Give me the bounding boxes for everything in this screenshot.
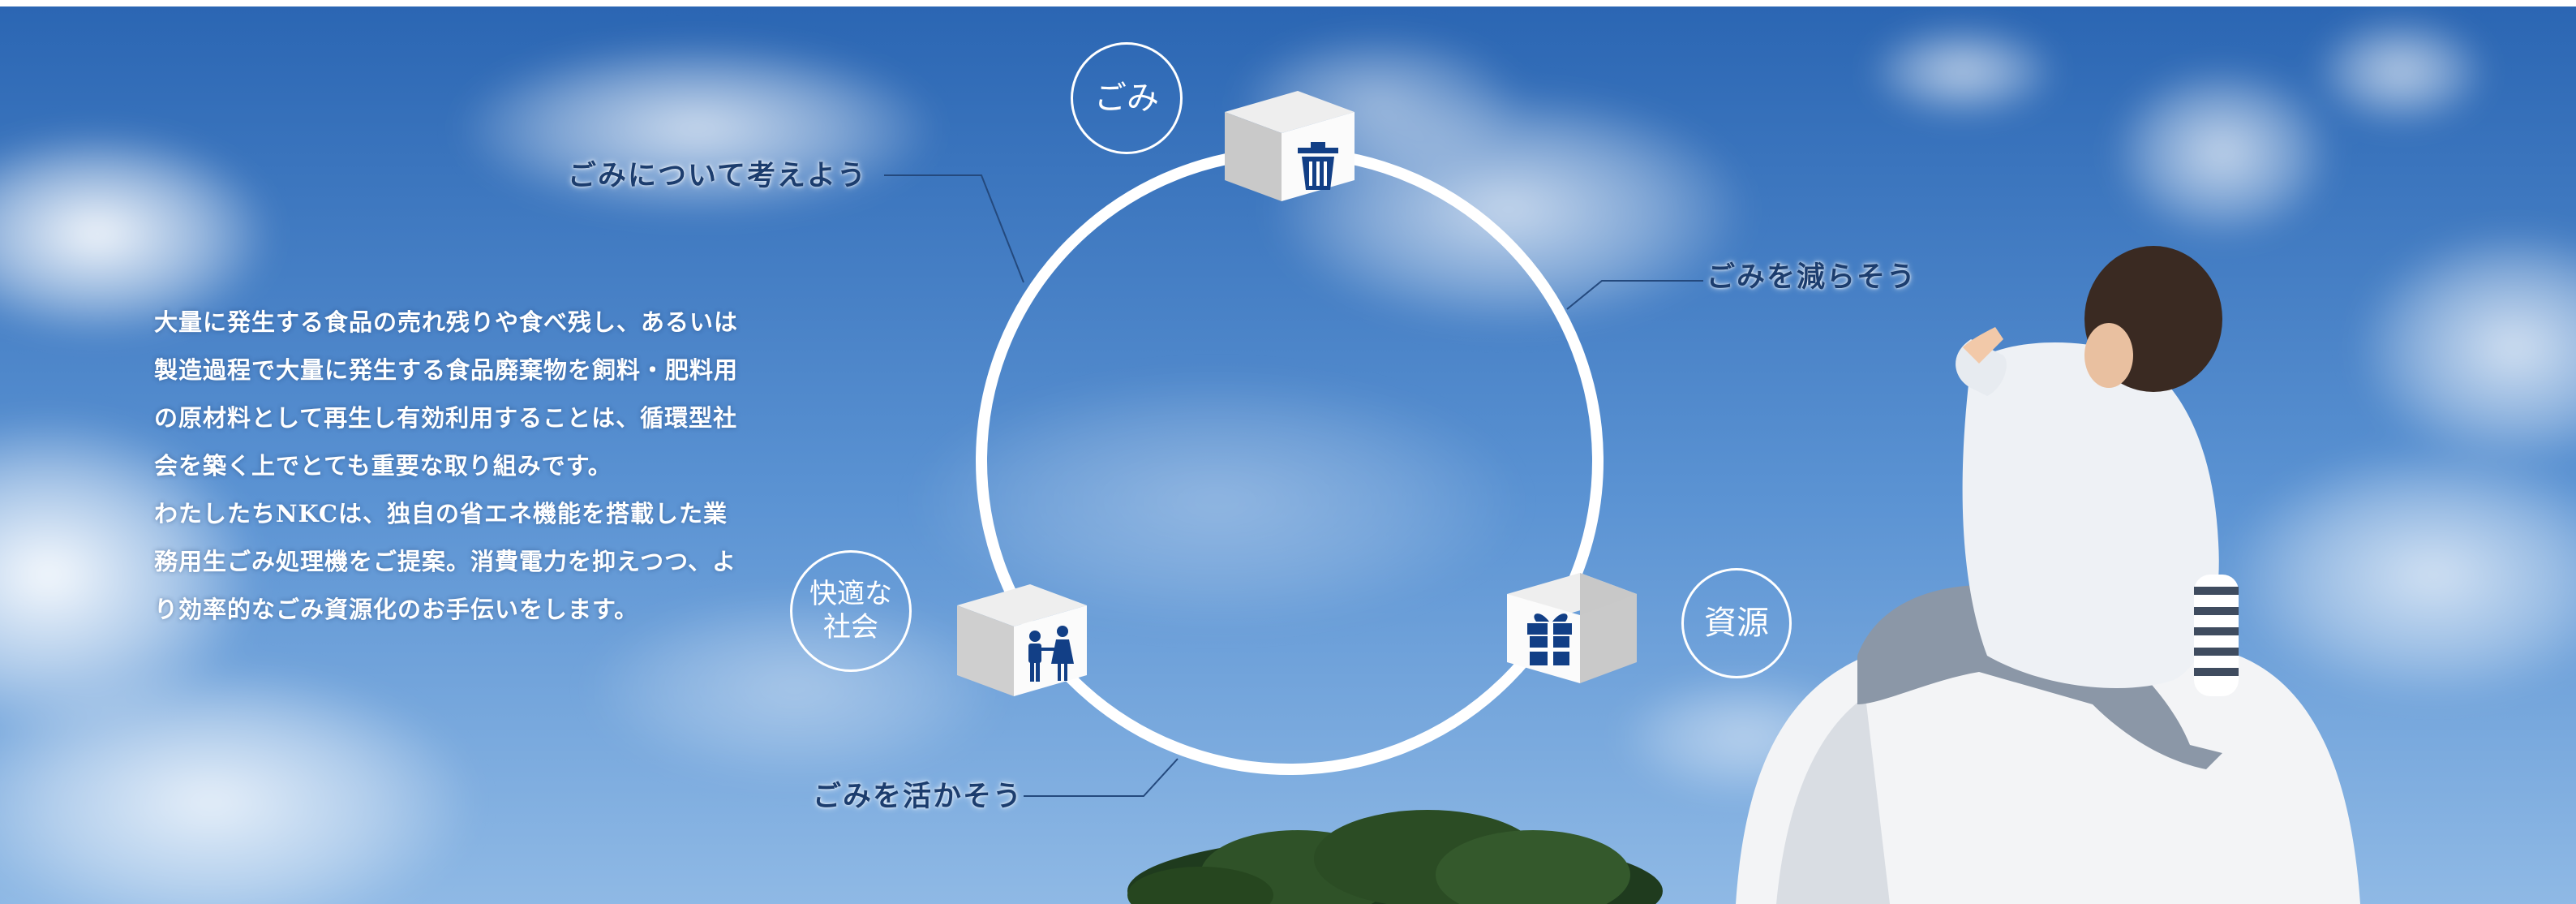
node-label-gomi: ごみ [1071, 42, 1183, 154]
tree-silhouette [1127, 810, 1663, 904]
node-gomi-text: ごみ [1094, 80, 1159, 117]
description-text: 大量に発生する食品の売れ残りや食べ残し、あるいは製造過程で大量に発生する食品廃棄… [154, 299, 738, 634]
gift-box-icon [1527, 613, 1572, 665]
cube-people [957, 584, 1087, 696]
clouds [0, 15, 2576, 904]
description-paragraph-2: わたしたちNKCは、独自の省エネ機能を搭載した業務用生ごみ処理機をご提案。消費電… [154, 500, 736, 623]
node-label-shakai: 快適な 社会 [790, 550, 912, 672]
callout-lines [884, 174, 1703, 797]
callout-reduce-waste: ごみを減らそう [1707, 260, 1917, 294]
node-shakai-text-line2: 社会 [823, 611, 878, 644]
callout-think-about-waste: ごみについて考えよう [568, 159, 867, 192]
node-label-shigen: 資源 [1681, 568, 1792, 678]
node-shigen-text: 資源 [1704, 605, 1769, 642]
trash-can-icon [1298, 142, 1338, 190]
description-paragraph-1: 大量に発生する食品の売れ残りや食べ残し、あるいは製造過程で大量に発生する食品廃棄… [154, 308, 739, 480]
people-icon [1028, 626, 1074, 682]
hero-banner: ごみ 資源 快適な 社会 ごみについて考えよう ごみを減らそう ごみを活かそう … [0, 6, 2576, 904]
cube-trash [1225, 91, 1355, 201]
callout-utilize-waste: ごみを活かそう [813, 780, 1024, 813]
sky-background [0, 6, 2576, 904]
node-shakai-text-line1: 快適な [809, 578, 892, 611]
cube-gift [1507, 573, 1637, 683]
father-and-child-photo [1736, 246, 2360, 904]
